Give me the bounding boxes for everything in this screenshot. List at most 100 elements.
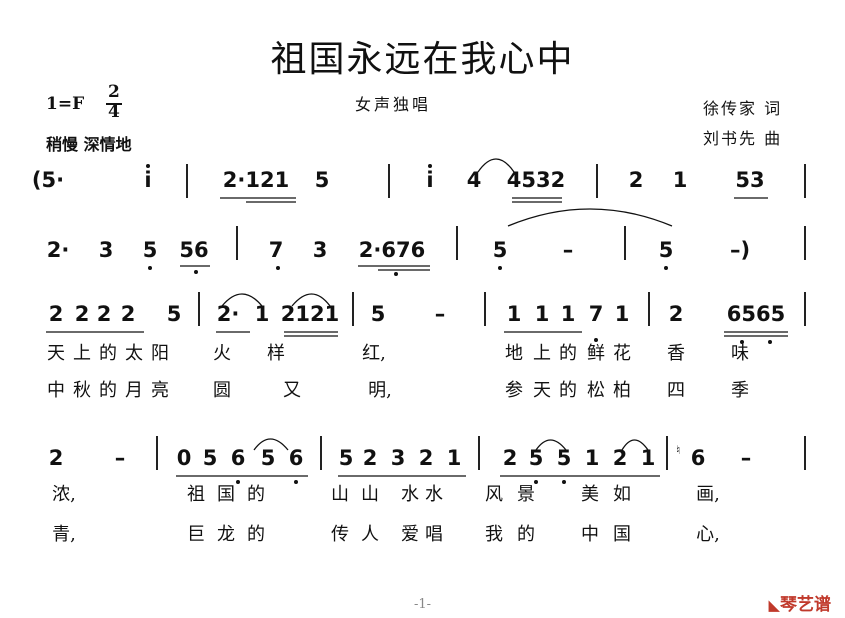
note: i <box>144 168 152 192</box>
barline <box>186 164 188 198</box>
lyric-char: 上 <box>73 343 91 364</box>
lyric-char: 参 <box>505 380 523 401</box>
note: –) <box>729 238 751 262</box>
note: 5 <box>556 446 572 470</box>
note: 3 <box>390 446 406 470</box>
lyric-char: 季 <box>731 380 749 401</box>
lyric-char: 我 <box>485 524 503 545</box>
lyric-char: 水 <box>401 484 419 505</box>
note: 5 <box>370 302 386 326</box>
barline <box>478 436 480 470</box>
lyric-char: 阳 <box>151 343 169 364</box>
lyric-char: 花 <box>613 343 631 364</box>
tempo-marking: 稍慢 深情地 <box>46 135 132 154</box>
time-signature-top: 2 <box>108 82 120 102</box>
note: 7 <box>588 302 604 326</box>
song-title: 祖国永远在我心中 <box>270 39 575 80</box>
lyric-char: 中 <box>47 380 65 401</box>
note: 0 <box>176 446 192 470</box>
lyric-char: 的 <box>99 343 117 364</box>
site-logo[interactable]: ◣琴艺谱 <box>768 590 831 615</box>
note: 5 <box>202 446 218 470</box>
lyric-char: 香 <box>667 343 685 364</box>
barline <box>320 436 322 470</box>
note: 2 <box>120 302 136 326</box>
lyric-char: 圆 <box>213 380 231 401</box>
note: 1 <box>640 446 656 470</box>
note: 56 <box>179 238 209 262</box>
note: 2·121 <box>222 168 290 192</box>
note: 2· <box>216 302 240 326</box>
note: 1 <box>506 302 522 326</box>
note: 2· <box>46 238 70 262</box>
note: – <box>114 446 126 470</box>
note: (5· <box>31 168 65 192</box>
lyric-char: 风 <box>485 484 503 505</box>
lyric-char: 画, <box>696 484 720 505</box>
lyric-char: 松 <box>587 380 605 401</box>
barline <box>484 292 486 326</box>
note: 1 <box>560 302 576 326</box>
lyric-char: 浓, <box>52 484 76 505</box>
lyric-char: 明, <box>368 380 392 401</box>
note: 3 <box>98 238 114 262</box>
note: 6 <box>288 446 304 470</box>
note: 5 <box>260 446 276 470</box>
lyric-char: 秋 <box>73 380 91 401</box>
note: 6565 <box>726 302 786 326</box>
lyric-row: 天上的太阳火样红,地上的鲜花香味 <box>0 339 845 364</box>
note: 2 <box>668 302 684 326</box>
lyric-row: 浓,祖国的山山水水风景美如画, <box>0 480 845 505</box>
lyric-char: 青, <box>52 524 76 545</box>
lyric-char: 上 <box>533 343 551 364</box>
lyric-char: 山 <box>331 484 349 505</box>
note: 6 <box>230 446 246 470</box>
note: 1 <box>614 302 630 326</box>
note: 6 <box>690 446 706 470</box>
barline <box>352 292 354 326</box>
lyric-char: 的 <box>247 484 265 505</box>
lyric-char: 的 <box>99 380 117 401</box>
lyric-char: 国 <box>613 524 631 545</box>
lyric-char: 太 <box>125 343 143 364</box>
barline <box>388 164 390 198</box>
note: 4532 <box>506 168 566 192</box>
barline <box>198 292 200 326</box>
barline <box>804 164 806 198</box>
lyric-char: 的 <box>559 343 577 364</box>
time-signature-line <box>106 103 122 105</box>
note: 2 <box>96 302 112 326</box>
barline <box>804 226 806 260</box>
lyric-char: 柏 <box>613 380 631 401</box>
note: 5 <box>142 238 158 262</box>
lyric-char: 水 <box>425 484 443 505</box>
note: 2 <box>418 446 434 470</box>
lyric-char: 美 <box>581 484 599 505</box>
note: 5 <box>338 446 354 470</box>
note: i <box>426 168 434 192</box>
lyric-char: 味 <box>731 343 749 364</box>
lyric-char: 红, <box>362 343 386 364</box>
note: 2 <box>48 302 64 326</box>
lyric-char: 样 <box>267 343 285 364</box>
lyricist-credit: 徐传家 词 <box>703 99 783 118</box>
note: 1 <box>254 302 270 326</box>
lyric-char: 地 <box>505 343 523 364</box>
lyric-char: 亮 <box>151 380 169 401</box>
key-signature: 1=F <box>46 94 85 114</box>
note: 1 <box>672 168 688 192</box>
lyric-char: 爱 <box>401 524 419 545</box>
note: 2 <box>362 446 378 470</box>
lyric-row: 中秋的月亮圆又明,参天的松柏四季 <box>0 376 845 401</box>
note: 2 <box>48 446 64 470</box>
note: 5 <box>492 238 508 262</box>
note: 2 <box>502 446 518 470</box>
note: 5 <box>314 168 330 192</box>
note: – <box>740 446 752 470</box>
lyric-char: 四 <box>667 380 685 401</box>
barline <box>456 226 458 260</box>
